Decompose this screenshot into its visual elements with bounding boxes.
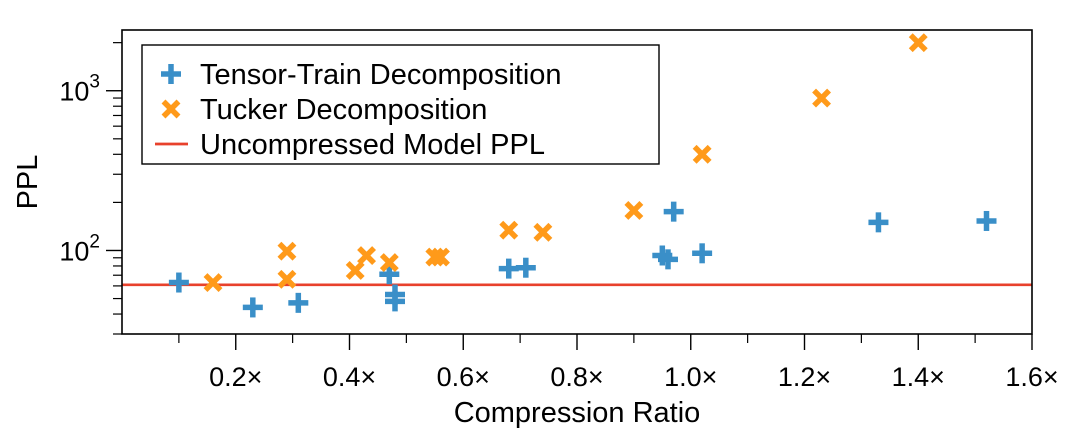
- legend-marker-x: [161, 99, 181, 119]
- tensor-train-point: [515, 257, 536, 278]
- x-tick-labels: 0.2× 0.4× 0.6× 0.8× 1.0× 1.2× 1.4× 1.6×: [209, 362, 1059, 392]
- x-tick-label: 1.0×: [664, 362, 717, 392]
- tucker-point: [692, 144, 712, 164]
- tensor-train-point: [868, 212, 889, 233]
- y-tick-label: 103: [59, 72, 100, 107]
- tucker-point: [425, 247, 445, 267]
- legend-label: Uncompressed Model PPL: [200, 129, 545, 161]
- x-tick-label: 1.6×: [1005, 362, 1058, 392]
- tucker-point: [499, 220, 519, 240]
- tucker-point: [277, 269, 297, 289]
- tensor-train-point: [976, 210, 997, 231]
- tucker-point: [533, 222, 553, 242]
- tucker-point: [812, 88, 832, 108]
- tensor-train-point: [663, 201, 684, 222]
- legend-frame: [141, 44, 660, 165]
- tensor-train-point: [242, 297, 263, 318]
- major-ticks: [106, 90, 1033, 350]
- legend-label: Tucker Decomposition: [200, 94, 487, 126]
- tucker-point: [379, 253, 399, 273]
- tensor-train-point: [288, 292, 309, 313]
- plot-frame: [121, 29, 1033, 335]
- tensor-train-point: [498, 258, 519, 279]
- x-tick-label: 1.2×: [778, 362, 831, 392]
- tensor-train-point: [692, 243, 713, 264]
- x-axis-title: Compression Ratio: [454, 397, 701, 429]
- tucker-point: [624, 201, 644, 220]
- x-tick-label: 0.6×: [437, 362, 490, 392]
- y-tick-labels: 102 103: [59, 72, 100, 267]
- tucker-point: [908, 33, 928, 53]
- tucker-point: [431, 247, 450, 267]
- tucker-point: [203, 273, 223, 292]
- tucker-point: [277, 241, 297, 261]
- tensor-train-point: [385, 291, 405, 312]
- tucker-point: [357, 246, 377, 265]
- tensor-train-point: [379, 264, 400, 285]
- data-points: [168, 33, 997, 318]
- tucker-point: [345, 260, 365, 280]
- tensor-train-point: [168, 272, 189, 293]
- x-tick-label: 1.4×: [892, 362, 945, 392]
- tensor-train-point: [658, 249, 678, 270]
- legend-label: Tensor-Train Decomposition: [200, 59, 562, 91]
- x-tick-label: 0.4×: [323, 362, 376, 392]
- y-axis-title: PPL: [12, 155, 44, 210]
- y-minor-ticks: [113, 42, 122, 335]
- x-tick-label: 0.2×: [209, 362, 262, 392]
- legend-marker-plus: [161, 64, 181, 84]
- y-tick-label: 102: [59, 231, 100, 266]
- x-tick-label: 0.8×: [550, 362, 603, 392]
